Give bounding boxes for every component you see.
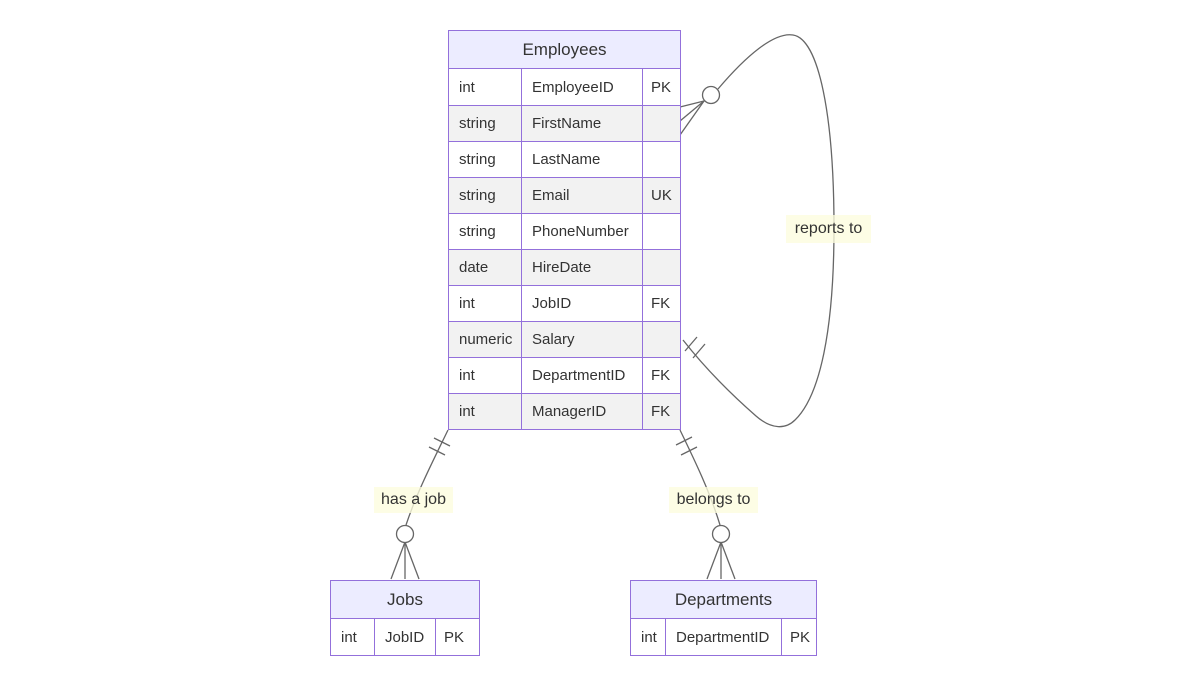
edge-label-reports-to: reports to — [786, 215, 871, 243]
attribute-type-cell: int — [449, 69, 521, 105]
attribute-key-cell: PK — [435, 619, 479, 655]
attribute-key-cell — [642, 105, 680, 141]
attribute-key-cell — [642, 249, 680, 285]
attribute-name-cell: LastName — [521, 141, 642, 177]
attribute-type-cell: int — [449, 357, 521, 393]
zero-or-many-marker — [706, 524, 736, 580]
attribute-name-cell: DepartmentID — [665, 619, 781, 655]
attribute-type-cell: int — [331, 619, 374, 655]
edge-label-has-a-job: has a job — [374, 487, 453, 513]
attribute-key-cell — [642, 141, 680, 177]
zero-or-many-marker — [679, 85, 721, 136]
attribute-key-cell — [642, 213, 680, 249]
zero-marker-circle — [711, 524, 731, 544]
attribute-type-cell: int — [631, 619, 665, 655]
attribute-key-cell: FK — [642, 357, 680, 393]
attribute-name-cell: Email — [521, 177, 642, 213]
attribute-type-cell: string — [449, 213, 521, 249]
attribute-type-cell: int — [449, 285, 521, 321]
entity-title-departments: Departments — [631, 581, 816, 619]
attribute-key-cell: PK — [642, 69, 680, 105]
attribute-name-cell: PhoneNumber — [521, 213, 642, 249]
edge-label-belongs-to: belongs to — [669, 487, 758, 513]
zero-or-many-marker — [390, 524, 420, 580]
zero-marker-circle — [395, 524, 415, 544]
attribute-name-cell: JobID — [521, 285, 642, 321]
one-marker-ticks — [428, 437, 451, 456]
one-marker-ticks — [675, 436, 698, 456]
one-marker-ticks — [684, 336, 706, 359]
attribute-name-cell: DepartmentID — [521, 357, 642, 393]
attribute-key-cell — [642, 321, 680, 357]
zero-marker-circle — [701, 85, 721, 105]
attribute-name-cell: Salary — [521, 321, 642, 357]
attribute-key-cell: FK — [642, 285, 680, 321]
attribute-key-cell: PK — [781, 619, 816, 655]
attribute-key-cell: UK — [642, 177, 680, 213]
attribute-type-cell: date — [449, 249, 521, 285]
attribute-name-cell: ManagerID — [521, 393, 642, 429]
attribute-type-cell: string — [449, 141, 521, 177]
attribute-type-cell: int — [449, 393, 521, 429]
attribute-type-cell: string — [449, 105, 521, 141]
attribute-name-cell: EmployeeID — [521, 69, 642, 105]
entity-title-employees: Employees — [449, 31, 680, 69]
attribute-name-cell: JobID — [374, 619, 435, 655]
attribute-type-cell: string — [449, 177, 521, 213]
attribute-name-cell: HireDate — [521, 249, 642, 285]
attribute-key-cell: FK — [642, 393, 680, 429]
attribute-name-cell: FirstName — [521, 105, 642, 141]
attribute-type-cell: numeric — [449, 321, 521, 357]
entity-title-jobs: Jobs — [331, 581, 479, 619]
